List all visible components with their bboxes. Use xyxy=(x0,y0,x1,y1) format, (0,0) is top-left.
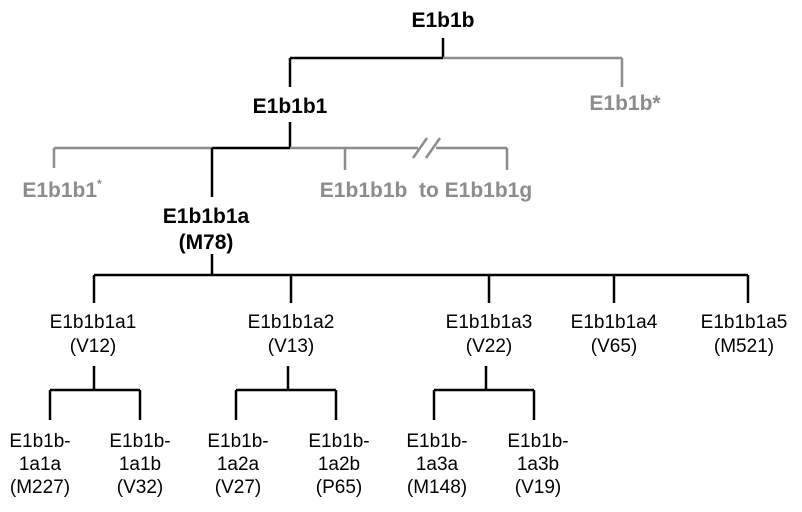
node-e1b1b1a4-marker: (V65) xyxy=(590,336,638,357)
node-e1b1b1a3-name: E1b1b1a3 xyxy=(445,312,533,333)
break-mark-1 xyxy=(411,137,429,159)
node-e1b1b1-star-mark: * xyxy=(97,177,102,191)
node-e1b1b-1a2b-marker: (P65) xyxy=(315,477,363,498)
node-e1b1b-star-mark: * xyxy=(652,92,661,115)
node-e1b1b1a-name: E1b1b1a xyxy=(162,205,250,228)
node-e1b1b-1a1a-line1: E1b1b- xyxy=(9,431,71,452)
node-e1b1b1a2: E1b1b1a2 (V13) xyxy=(248,311,335,359)
node-e1b1b-1a3a-marker: (M148) xyxy=(406,477,468,498)
node-e1b1b-1a2b-line1: E1b1b- xyxy=(308,431,370,452)
node-e1b1b1a5: E1b1b1a5 (M521) xyxy=(701,311,788,359)
node-e1b1b1-star-name: E1b1b1 xyxy=(22,179,98,202)
node-range-e1b1b1b-to-g: E1b1b1b to E1b1b1g xyxy=(319,179,533,202)
node-e1b1b-1a1a-marker: (M227) xyxy=(9,477,71,498)
node-e1b1b-star-name: E1b1b xyxy=(589,92,653,115)
node-e1b1b-1a3a: E1b1b- 1a3a (M148) xyxy=(406,430,467,499)
node-e1b1b-1a3b-marker: (V19) xyxy=(514,477,562,498)
node-e1b1b-1a3b-line1: E1b1b- xyxy=(507,431,569,452)
node-e1b1b-1a1a: E1b1b- 1a1a (M227) xyxy=(9,430,70,499)
node-e1b1b-1a1b-marker: (V32) xyxy=(116,477,164,498)
node-root: E1b1b xyxy=(411,9,475,32)
node-e1b1b1a4-name: E1b1b1a4 xyxy=(570,312,658,333)
node-e1b1b-1a3a-line2: 1a3a xyxy=(415,454,459,475)
node-e1b1b-1a2a-line1: E1b1b- xyxy=(207,431,269,452)
node-e1b1b1-star: E1b1b1* xyxy=(22,177,102,202)
node-e1b1b1a: E1b1b1a (M78) xyxy=(163,204,249,256)
node-e1b1b1a1-name: E1b1b1a1 xyxy=(49,312,137,333)
node-e1b1b1a-marker: (M78) xyxy=(178,231,234,254)
node-e1b1b1a5-name: E1b1b1a5 xyxy=(700,312,788,333)
node-e1b1b-1a2b: E1b1b- 1a2b (P65) xyxy=(308,430,369,499)
node-e1b1b-1a1b-line1: E1b1b- xyxy=(109,431,171,452)
node-e1b1b-1a3b-line2: 1a3b xyxy=(516,454,560,475)
node-e1b1b1a5-marker: (M521) xyxy=(713,336,775,357)
node-e1b1b-1a2b-line2: 1a2b xyxy=(317,454,361,475)
node-e1b1b1a2-name: E1b1b1a2 xyxy=(247,312,335,333)
node-e1b1b1a3-marker: (V22) xyxy=(465,336,513,357)
node-e1b1b-1a3a-line1: E1b1b- xyxy=(406,431,468,452)
break-mark-2 xyxy=(424,137,442,159)
node-e1b1b1: E1b1b1 xyxy=(252,95,328,118)
node-e1b1b1a2-marker: (V13) xyxy=(267,336,315,357)
node-e1b1b1a3: E1b1b1a3 (V22) xyxy=(446,311,533,359)
node-e1b1b1a4: E1b1b1a4 (V65) xyxy=(571,311,658,359)
node-e1b1b1a1: E1b1b1a1 (V12) xyxy=(50,311,137,359)
node-e1b1b-1a2a: E1b1b- 1a2a (V27) xyxy=(207,430,268,499)
node-e1b1b-1a2a-line2: 1a2a xyxy=(216,454,260,475)
node-e1b1b-1a1a-line2: 1a1a xyxy=(18,454,62,475)
node-e1b1b-1a1b-line2: 1a1b xyxy=(118,454,162,475)
node-e1b1b-star: E1b1b* xyxy=(589,93,660,114)
node-e1b1b-1a1b: E1b1b- 1a1b (V32) xyxy=(109,430,170,499)
node-e1b1b-1a2a-marker: (V27) xyxy=(214,477,262,498)
node-e1b1b-1a3b: E1b1b- 1a3b (V19) xyxy=(507,430,568,499)
node-e1b1b1a1-marker: (V12) xyxy=(69,336,117,357)
